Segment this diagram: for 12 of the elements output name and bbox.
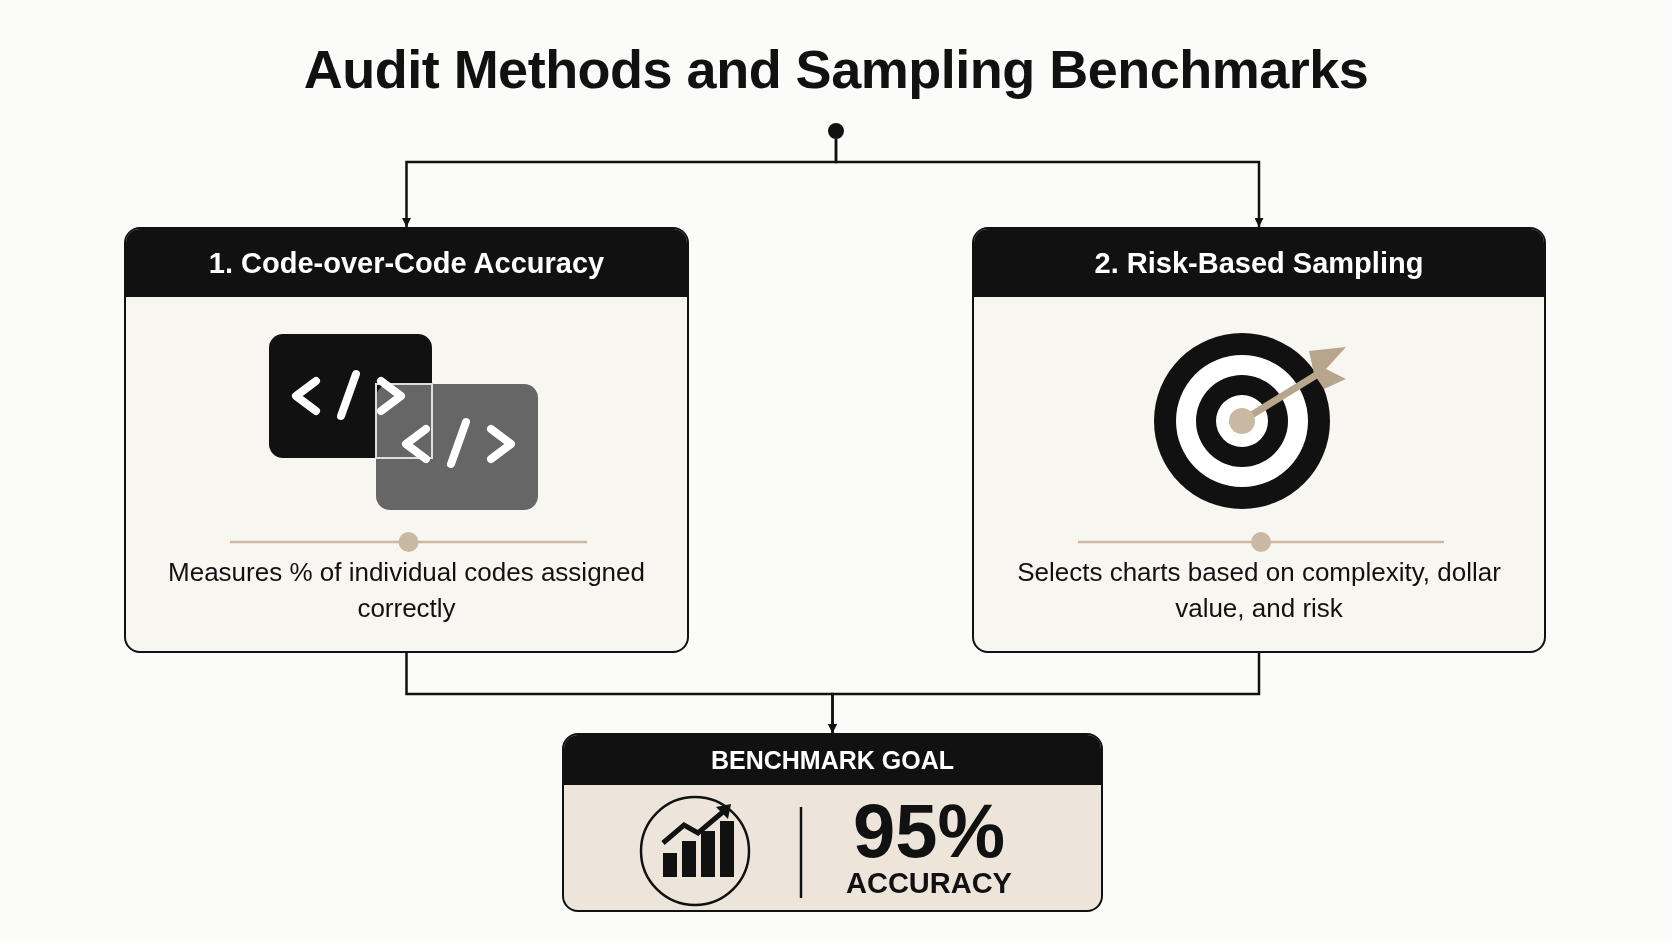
card-heading: 2. Risk-Based Sampling — [974, 229, 1544, 297]
method-card — [972, 227, 1546, 653]
goal-box — [562, 733, 1103, 912]
card-heading: 1. Code-over-Code Accuracy — [126, 229, 687, 297]
card-description: Selects charts based on complexity, dollar value, and risk — [1016, 556, 1502, 625]
box-heading: BENCHMARK GOAL — [564, 735, 1101, 785]
card-description: Measures % of individual codes assigned correctly — [167, 556, 646, 625]
diagram-title: Audit Methods and Sampling Benchmarks — [302, 38, 1370, 100]
arrow — [828, 653, 1261, 733]
method-card — [124, 227, 689, 653]
start-dot — [828, 123, 844, 139]
arrow — [834, 139, 1264, 227]
